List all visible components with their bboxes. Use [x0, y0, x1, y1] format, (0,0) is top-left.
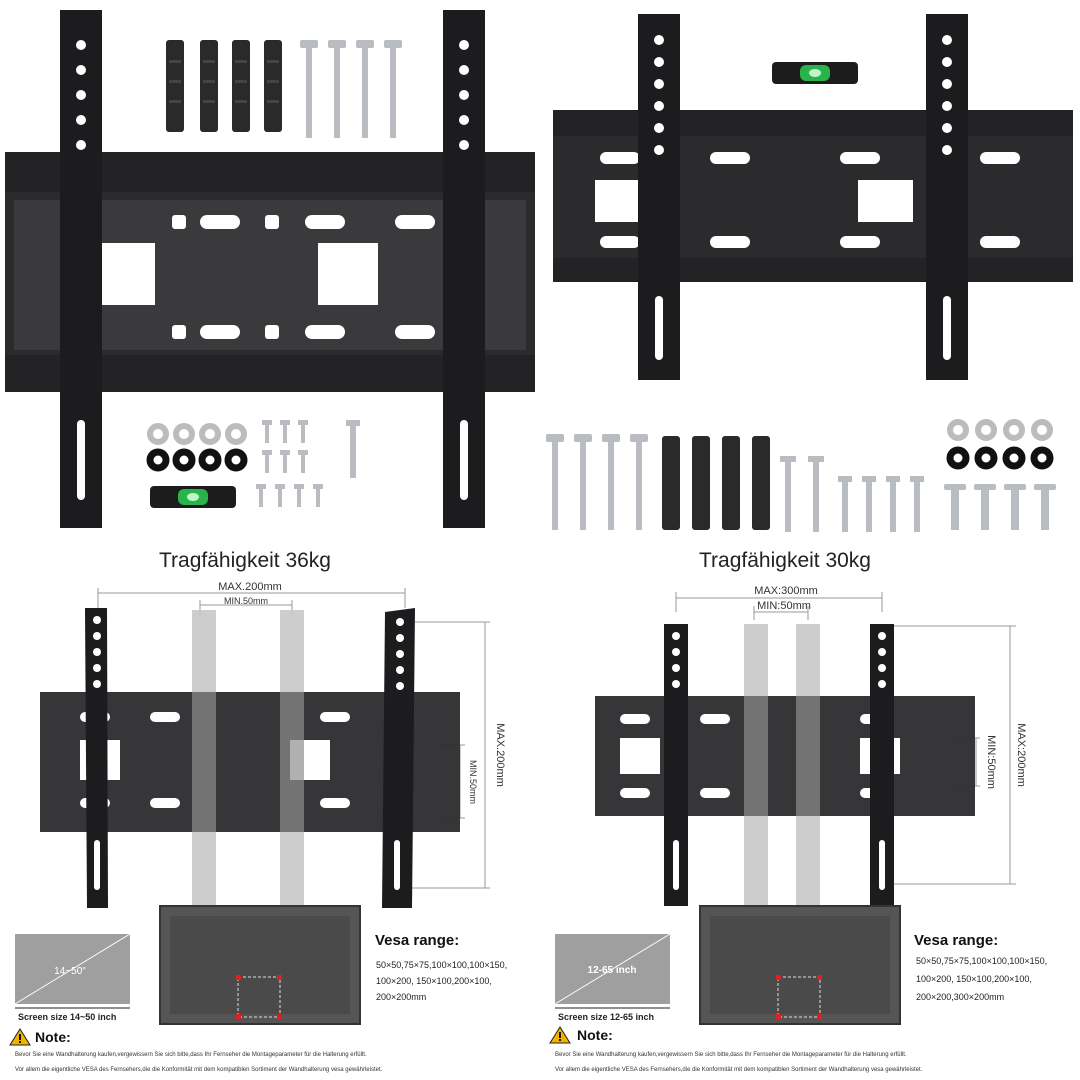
warning-icon [9, 1028, 31, 1046]
screen-size-label: 14~50" [54, 966, 86, 977]
screen-size-graphic: 12-65 inch [554, 933, 671, 1009]
vesa-line-1: 50×50,75×75,100×100,100×150, [916, 956, 1047, 966]
min-height-label: MIN:50mm [985, 735, 997, 789]
wall-anchors [662, 436, 770, 530]
note-line-1: Bevor Sie eine Wandhalterung kaufen,verg… [555, 1052, 907, 1058]
screen-size-caption: Screen size 12-65 inch [558, 1012, 654, 1022]
long-bolts [780, 456, 924, 532]
note-line-2: Vor allem die eigentliche VESA des Ferns… [15, 1067, 383, 1073]
dimension-diagram-36kg: Tragfähigkeit 36kg MAX.200mm MIN.50mm MA… [9, 549, 507, 1073]
note-title: Note: [577, 1027, 613, 1043]
vesa-line-3: 200×200,300×200mm [916, 992, 1004, 1002]
max-width-label: MAX:300mm [754, 585, 818, 597]
bolts [256, 420, 360, 507]
horizontal-dimension [675, 592, 883, 620]
wall-plate [595, 696, 975, 816]
max-height-label: MAX:200mm [1015, 723, 1027, 787]
min-height-label: MIN.50mm [468, 760, 478, 804]
min-width-label: MIN.50mm [224, 596, 268, 606]
screen-size-label: 12-65 inch [588, 965, 637, 976]
capacity-label: Tragfähigkeit 36kg [159, 549, 331, 572]
lag-screws [300, 40, 402, 138]
mount-photo-30kg [546, 14, 1073, 532]
wall-anchors [166, 40, 282, 132]
vertical-arms [60, 10, 485, 528]
tv-back-graphic [159, 905, 361, 1025]
note-title: Note: [35, 1029, 71, 1045]
lag-screws [546, 434, 648, 530]
max-width-label: MAX.200mm [218, 581, 282, 593]
warning-icon [549, 1026, 571, 1044]
vertical-arms [638, 14, 968, 380]
dimension-diagram-30kg: Tragfähigkeit 30kg MAX:300mm MIN:50mm MA… [549, 549, 1047, 1073]
vesa-line-2: 100×200, 150×100,200×100, [916, 974, 1032, 984]
max-height-label: MAX.200mm [494, 723, 506, 787]
vesa-line-1: 50×50,75×75,100×100,100×150, [376, 960, 507, 970]
tv-back-graphic [699, 905, 901, 1025]
screen-size-caption: Screen size 14~50 inch [18, 1012, 116, 1022]
vertical-arms [664, 624, 894, 906]
note-line-1: Bevor Sie eine Wandhalterung kaufen,verg… [15, 1052, 367, 1058]
mount-photo-36kg [5, 10, 535, 528]
note-line-2: Vor allem die eigentliche VESA des Ferns… [555, 1067, 923, 1073]
vesa-title: Vesa range: [914, 932, 998, 949]
vesa-title: Vesa range: [375, 932, 459, 949]
vesa-line-2: 100×200, 150×100,200×100, [376, 976, 492, 986]
capacity-label: Tragfähigkeit 30kg [699, 549, 871, 572]
washers [946, 419, 1054, 470]
bubble-level [772, 62, 858, 84]
vesa-line-3: 200×200mm [376, 992, 426, 1002]
min-width-label: MIN:50mm [757, 600, 811, 612]
vertical-arms [85, 608, 415, 908]
wall-plate [553, 110, 1073, 282]
screen-size-graphic: 14~50" [14, 933, 131, 1009]
short-bolts [944, 484, 1056, 530]
washers [146, 423, 248, 472]
bubble-level [150, 486, 236, 508]
